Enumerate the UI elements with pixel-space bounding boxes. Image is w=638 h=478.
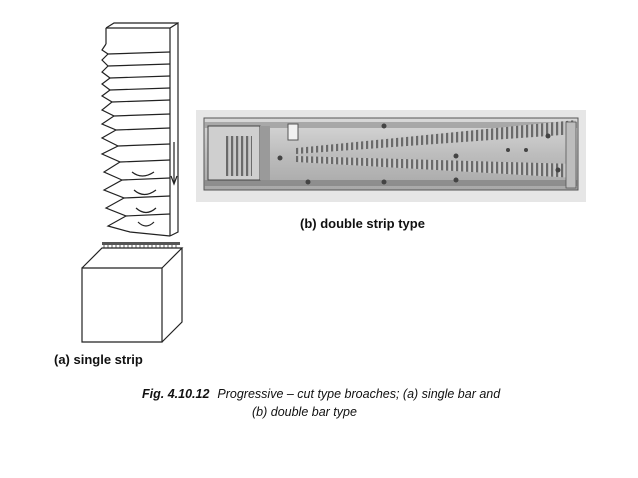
figure-number: Fig. 4.10.12 (142, 387, 210, 401)
single-strip-broach-drawing (81, 22, 184, 343)
caption-double-strip: (b) double strip type (300, 216, 425, 231)
figure-caption-line-2: (b) double bar type (252, 405, 357, 419)
double-strip-broach-photo (196, 110, 586, 202)
figure-caption-line-1: Fig. 4.10.12 Progressive – cut type broac… (142, 387, 500, 401)
caption-single-strip: (a) single strip (54, 352, 143, 367)
figure-caption-text-1: Progressive – cut type broaches; (a) sin… (217, 387, 501, 401)
